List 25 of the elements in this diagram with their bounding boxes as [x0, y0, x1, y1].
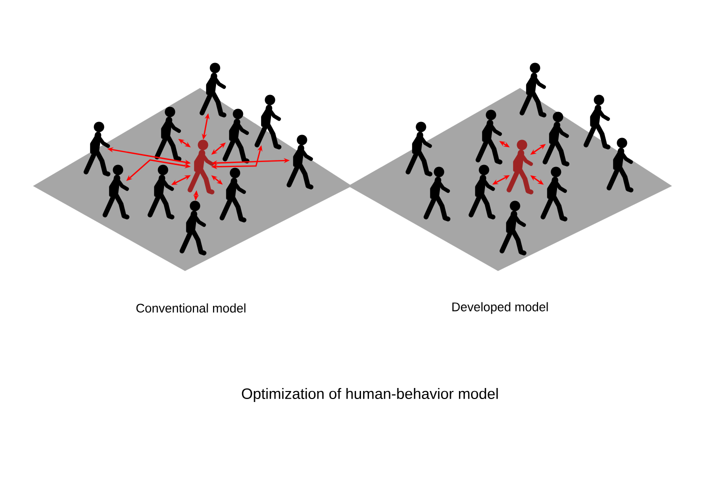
walking-person-icon	[468, 164, 496, 220]
walking-person-icon	[222, 108, 250, 164]
walking-person-icon	[476, 110, 502, 164]
walking-person-icon	[520, 62, 546, 118]
walking-person-icon	[584, 94, 610, 150]
caption: Optimization of human-behavior model	[242, 388, 498, 402]
walking-person-icon	[542, 112, 570, 166]
walking-person-icon	[540, 166, 568, 222]
walking-person-icon	[424, 166, 450, 222]
walking-person-icon	[406, 122, 432, 176]
walking-person-icon	[506, 140, 534, 194]
walking-person-icon	[286, 134, 314, 190]
panel-label: Developed model	[452, 302, 548, 314]
walking-person-icon	[254, 94, 282, 150]
walking-person-icon	[84, 122, 110, 176]
walking-person-icon	[220, 168, 246, 222]
walking-person-icon	[200, 62, 226, 118]
panel-label: Conventional model	[136, 303, 246, 313]
walking-person-icon	[102, 164, 130, 220]
walking-person-icon	[148, 164, 174, 220]
walking-person-icon	[606, 138, 634, 192]
walking-person-icon	[500, 200, 526, 256]
walking-person-icon	[154, 106, 182, 162]
walking-person-icon	[180, 200, 206, 256]
walking-person-icon	[188, 140, 214, 194]
